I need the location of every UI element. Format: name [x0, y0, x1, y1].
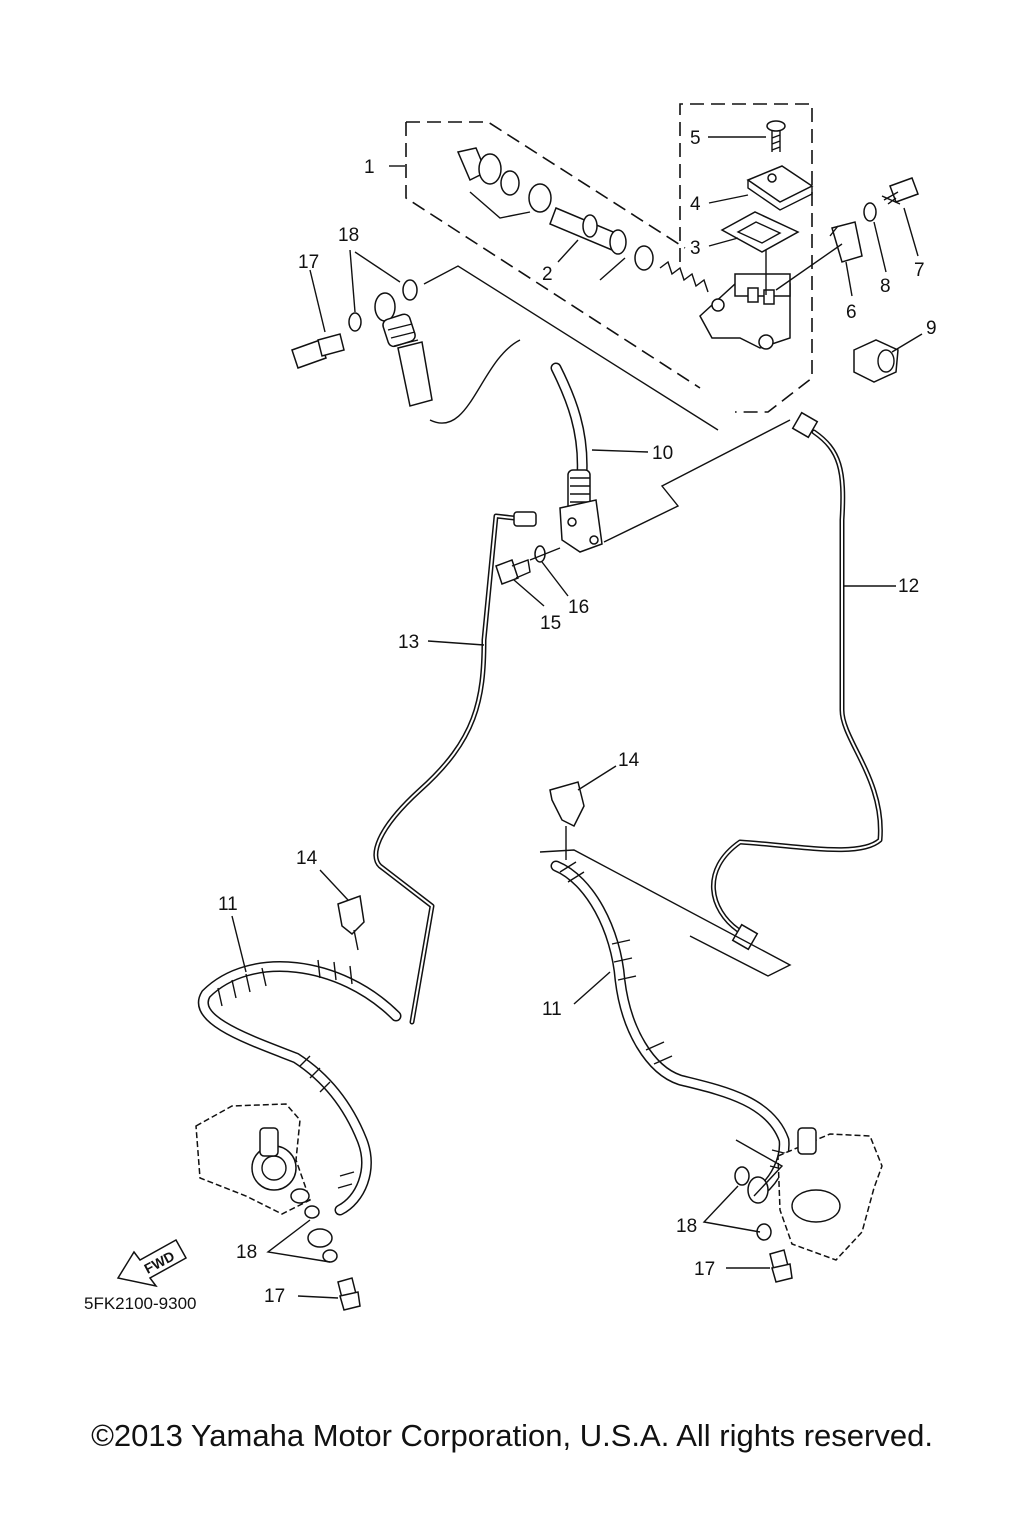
union-bolt-15	[495, 559, 531, 585]
callout-2: 2	[542, 264, 553, 285]
washers-18-left	[304, 1205, 338, 1263]
brake-hose-11-right	[550, 860, 790, 1196]
hose-clip-14-right	[549, 781, 585, 828]
callout-11-left: 11	[218, 894, 238, 915]
assembly-1-boundary	[405, 121, 701, 389]
callout-4: 4	[690, 194, 701, 215]
callout-14-right: 14	[618, 750, 640, 771]
bolt-7	[881, 177, 919, 205]
callout-18-left: 18	[236, 1242, 257, 1263]
callout-10: 10	[652, 443, 673, 464]
callout-6: 6	[846, 302, 857, 323]
rubber-boot-9	[853, 339, 899, 383]
callout-9: 9	[926, 318, 937, 339]
banjo-hose-end	[374, 292, 433, 407]
piston-kit-parts	[456, 147, 709, 293]
callout-18-right: 18	[676, 1216, 697, 1237]
joint-block	[559, 499, 603, 553]
callout-17-right: 17	[694, 1259, 715, 1280]
union-bolt-17-left	[337, 1277, 361, 1311]
callout-11-right: 11	[542, 999, 562, 1020]
callout-16: 16	[568, 597, 589, 618]
callout-17-top: 17	[298, 252, 319, 273]
brake-hose-11-left	[198, 959, 402, 1216]
callout-14-left: 14	[296, 848, 318, 869]
reservoir-diaphragm	[720, 211, 800, 253]
brake-hose-10	[550, 362, 591, 511]
union-bolt-17-right	[769, 1249, 793, 1283]
brake-pipe-12	[711, 411, 883, 951]
fwd-arrow-icon: FWD	[116, 1238, 188, 1288]
washer-8	[863, 202, 877, 222]
hose-clip-14-left	[337, 894, 365, 936]
diagram-part-code: 5FK2100-9300	[84, 1294, 196, 1313]
caliper-left	[195, 1103, 311, 1215]
callout-3: 3	[690, 238, 701, 259]
washer-18a	[348, 312, 362, 332]
callout-8: 8	[880, 276, 891, 297]
hose-loop-line	[429, 339, 521, 424]
callout-13: 13	[398, 632, 419, 653]
copyright-notice: ©2013 Yamaha Motor Corporation, U.S.A. A…	[91, 1418, 933, 1453]
cap-screw	[766, 120, 786, 152]
master-cylinder-bracket	[829, 221, 863, 263]
reservoir-cap	[746, 165, 814, 211]
washers-18-right	[734, 1166, 772, 1241]
union-bolt-17-top	[291, 333, 345, 369]
washer-18b	[402, 279, 418, 301]
brake-pipe-13	[373, 511, 537, 1025]
reservoir-cap-group-boundary	[679, 103, 813, 413]
callout-12: 12	[898, 576, 919, 597]
leader-lines	[231, 136, 923, 1005]
callout-7: 7	[914, 260, 925, 281]
callout-5: 5	[690, 128, 701, 149]
master-cylinder-body	[699, 273, 791, 350]
caliper-right	[777, 1127, 883, 1261]
callout-17-left: 17	[264, 1286, 285, 1307]
callout-1: 1	[364, 157, 375, 178]
callout-18-top: 18	[338, 225, 359, 246]
callout-15: 15	[540, 613, 561, 634]
callout-labels: 1 2 3 4 5 6 7 8 9 10 12 13 15 16 17 18 1…	[218, 128, 937, 1307]
